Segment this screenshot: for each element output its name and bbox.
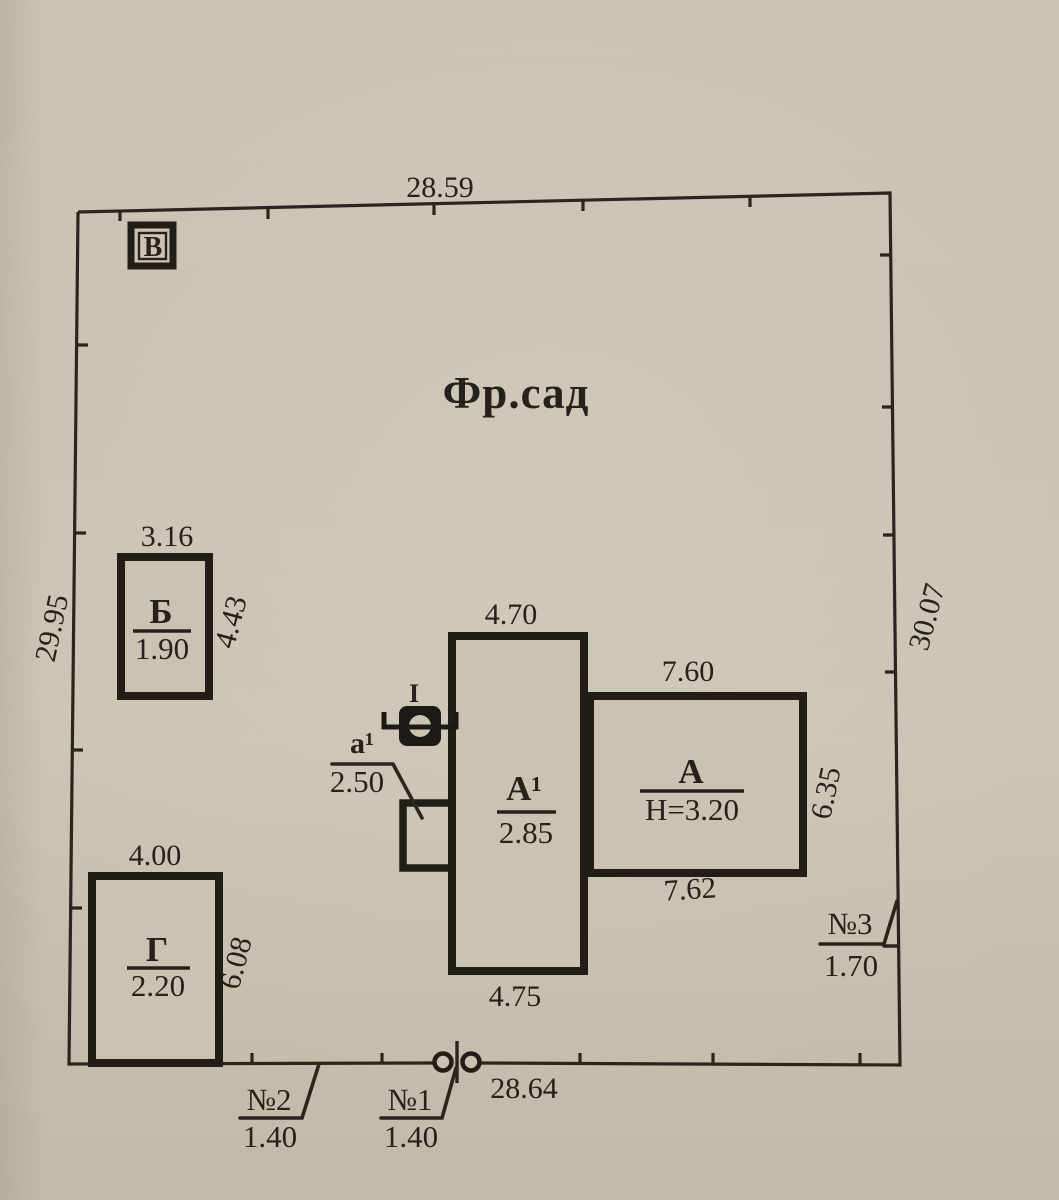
building-a1-labels: 4.70 А¹ 2.85 4.75 — [485, 598, 553, 1013]
well-icon-axis — [381, 712, 459, 730]
dim-a1-top: 4.70 — [485, 598, 538, 631]
gate-n2-value: 1.40 — [243, 1119, 297, 1154]
gate-n3-value: 1.70 — [824, 948, 878, 983]
tick-right — [880, 253, 896, 674]
annex-a1-labels: а¹ 2.50 — [330, 727, 384, 799]
corner-marker-box: В — [127, 221, 177, 270]
boundary-dimensions: 28.59 29.95 30.07 28.64 — [29, 171, 952, 1105]
building-b-letter: Б — [149, 592, 172, 631]
gate-n2-leader — [238, 1062, 321, 1120]
corner-marker-letter: В — [144, 232, 163, 263]
dim-boundary-left: 29.95 — [29, 592, 75, 665]
building-a1-outline — [448, 632, 588, 975]
building-b-value: 1.90 — [135, 631, 189, 666]
building-g-letter: Г — [146, 930, 168, 969]
well-symbol: I — [381, 679, 459, 746]
annex-a1-outline — [399, 799, 452, 872]
gate-n2-id: №2 — [246, 1082, 291, 1117]
dim-g-top: 4.00 — [129, 839, 182, 872]
building-a-outline — [586, 692, 807, 877]
tick-left — [71, 343, 88, 910]
dim-b-side: 4.43 — [208, 592, 253, 651]
garden-area-label: Фр.сад — [443, 368, 590, 418]
gate-n1-value: 1.40 — [384, 1119, 438, 1154]
building-a-letter: А — [678, 752, 704, 791]
dim-a-top: 7.60 — [662, 655, 715, 688]
dim-b-top: 3.16 — [141, 520, 194, 553]
corner-marker-outer-box — [127, 221, 177, 270]
corner-marker-inner-box — [137, 231, 168, 261]
dim-boundary-right: 30.07 — [902, 580, 951, 654]
annex-a1-value: 2.50 — [330, 764, 384, 799]
gate-labels: №2 1.40 №1 1.40 №3 1.70 — [243, 906, 878, 1154]
building-g-value: 2.20 — [131, 968, 185, 1003]
building-b-outline — [117, 553, 213, 700]
annex-a1-letter: а¹ — [350, 727, 374, 760]
buildings — [88, 553, 807, 1067]
gate-symbol — [432, 1041, 482, 1083]
boundary-outline — [67, 191, 902, 1067]
leader-lines — [238, 762, 900, 1120]
gate-n3-leader — [818, 899, 900, 948]
well-label: I — [409, 679, 419, 708]
gate-n1-id: №1 — [387, 1082, 432, 1117]
gate-post-circle-left — [432, 1051, 454, 1073]
plot-boundary — [67, 191, 902, 1067]
dim-a1-bottom: 4.75 — [489, 980, 542, 1013]
gate-n1-leader — [379, 1066, 458, 1120]
dim-a-side: 6.35 — [804, 764, 847, 822]
dim-boundary-bottom: 28.64 — [490, 1072, 558, 1105]
gate-n3-id: №3 — [827, 906, 872, 941]
building-a1-value: 2.85 — [499, 815, 553, 850]
tick-bottom — [250, 1053, 862, 1064]
annex-a1-leader — [330, 762, 424, 820]
fraction-bars — [127, 629, 744, 970]
dim-boundary-top: 28.59 — [406, 171, 474, 204]
tick-top — [118, 196, 752, 221]
building-a-value: Н=3.20 — [645, 792, 739, 827]
gate-post-circle-right — [460, 1051, 482, 1073]
dim-a-bottom: 7.62 — [663, 871, 718, 908]
boundary-ticks — [71, 196, 896, 1064]
building-a1-letter: А¹ — [506, 769, 542, 808]
